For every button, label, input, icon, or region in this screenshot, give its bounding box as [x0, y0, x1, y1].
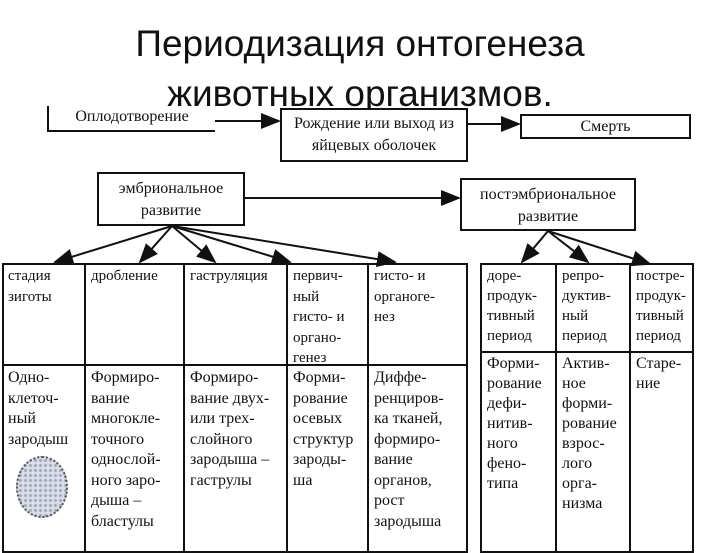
embryonic-description-cell: Диффе- ренциров- ка тканей, формиро- ван… [374, 369, 444, 530]
col-divider [84, 263, 86, 553]
postembryonic-box: постэмбриональное развитие [460, 178, 636, 231]
arrow [171, 225, 292, 265]
embryonic-header-cell: гаструляция [190, 268, 268, 284]
death-box: Смерть [520, 114, 691, 139]
postembryonic-header-cell: доре- продук- тивный период [487, 268, 538, 344]
col-divider [183, 263, 185, 553]
embryonic-header-cell: первич- ный гисто- и органо- генез [293, 268, 345, 366]
zygote-illustration [16, 456, 68, 518]
arrow [520, 230, 549, 264]
col-divider [629, 263, 631, 553]
embryonic-box: эмбриональное развитие [97, 172, 245, 226]
col-divider [286, 263, 288, 553]
embryonic-description-cell: Формиро- вание двух- или трех- слойного … [190, 369, 270, 489]
postembryonic-description-cell: Актив- ное форми- рование взрос- лого ор… [562, 355, 617, 512]
embryonic-header-cell: гисто- и органоге- нез [374, 268, 435, 325]
fertilization-box: Оплодотворение [47, 106, 215, 132]
embryonic-header-cell: дробление [91, 268, 158, 284]
slide-title-line-2: животных организмов. [167, 73, 553, 114]
slide-title-line-1: Периодизация онтогенеза [135, 23, 585, 64]
arrow [547, 230, 590, 264]
row-divider [2, 364, 468, 366]
arrow [53, 225, 173, 265]
embryonic-description-cell: Одно- клеточ- ный зародыш [8, 369, 69, 448]
arrow [138, 225, 173, 264]
embryonic-description-cell: Формиро- вание многокле- точного односло… [91, 369, 161, 530]
arrow [171, 225, 217, 264]
diagram-arrows [53, 113, 652, 268]
arrow [171, 225, 397, 268]
col-divider [367, 263, 369, 553]
embryonic-header-cell: стадия зиготы [8, 268, 52, 305]
birth-box: Рождение или выход из яйцевых оболочек [280, 108, 468, 162]
row-divider [480, 351, 694, 353]
postembryonic-description-cell: Старе- ние [636, 355, 682, 392]
postembryonic-header-cell: постре- продук- тивный период [636, 268, 687, 344]
col-divider [555, 263, 557, 553]
arrow [547, 230, 652, 267]
embryonic-description-cell: Форми- рование осевых структур зароды- ш… [293, 369, 354, 489]
postembryonic-header-cell: репро- дуктив- ный период [562, 268, 611, 344]
postembryonic-description-cell: Форми- рование дефи- нитив- ного фено- т… [487, 355, 542, 492]
